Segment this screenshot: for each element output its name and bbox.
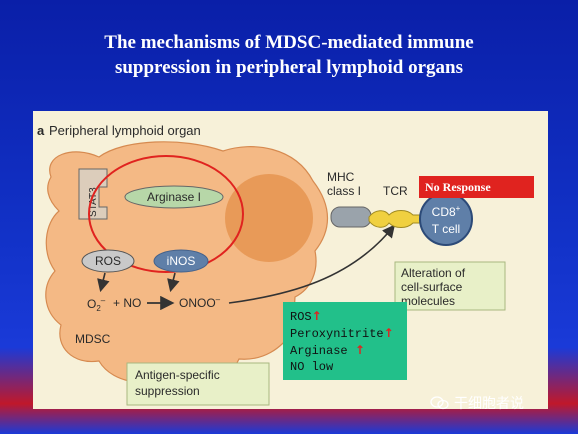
mdsc-nucleus [225, 174, 313, 262]
alteration-line1: Alteration of [401, 266, 466, 280]
reaction-onoo: ONOO– [179, 295, 221, 310]
reaction-plus-no: + NO [113, 296, 141, 310]
watermark-text: 干细胞者说 [454, 396, 524, 412]
effect-no-low: NO low [290, 360, 334, 374]
tcr-label: TCR [383, 184, 408, 198]
antigen-box [126, 362, 270, 406]
arginase-node [124, 185, 224, 209]
arginase-label: Arginase I [147, 190, 201, 204]
wechat-icon [430, 396, 449, 410]
no-response-badge: No Response [419, 176, 534, 198]
alteration-line2: cell-surface [401, 280, 463, 294]
diagram-svg: a Peripheral lymphoid organ STAT3 Argina… [37, 123, 506, 406]
effect-arginase: Arginase ↑ [290, 343, 365, 358]
inos-arrow [167, 272, 180, 293]
tcell-shape [419, 192, 473, 246]
mhc-label-line1: MHC [327, 170, 355, 184]
diagram-panel: a Peripheral lymphoid organ STAT3 Argina… [33, 111, 548, 409]
antigen-line2: suppression [135, 384, 200, 398]
ros-arrow [97, 272, 110, 293]
mhc-label-line2: class I [327, 184, 361, 198]
title-line-2: suppression in peripheral lymphoid organ… [114, 57, 464, 78]
ros-label: ROS [95, 254, 121, 268]
title-line-1: The mechanisms of MDSC-mediated immune [104, 32, 474, 53]
mhc-receptor [330, 206, 372, 228]
panel-label-letter: a [37, 123, 45, 138]
reaction-o2: O2– [87, 296, 106, 313]
tcell-label-line1: CD8+ [432, 204, 461, 219]
curved-arrow [228, 224, 396, 304]
antigen-line1: Antigen-specific [135, 368, 220, 382]
alteration-box [394, 261, 506, 311]
slide-title: The mechanisms of MDSC-mediated immune s… [0, 30, 578, 80]
effects-box: ROS↑ Peroxynitrite↑ Arginase ↑ NO low [283, 302, 407, 380]
tcell-label-line2: T cell [432, 222, 460, 236]
stat3-label: STAT3 [88, 187, 99, 217]
up-arrow-icon: ↑ [311, 309, 322, 323]
inos-node [153, 249, 209, 273]
highlight-circle [88, 155, 244, 273]
ros-node [81, 249, 135, 273]
panel-label-text: Peripheral lymphoid organ [49, 123, 201, 138]
effect-peroxynitrite: Peroxynitrite↑ [290, 326, 394, 341]
alteration-line3: molecules [401, 294, 455, 308]
watermark: 干细胞者说 [430, 393, 524, 413]
up-arrow-icon: ↑ [383, 326, 394, 340]
effect-ros: ROS↑ [290, 309, 322, 324]
up-arrow-icon: ↑ [354, 343, 365, 357]
mdsc-label: MDSC [75, 332, 111, 346]
inos-label: iNOS [167, 254, 196, 268]
